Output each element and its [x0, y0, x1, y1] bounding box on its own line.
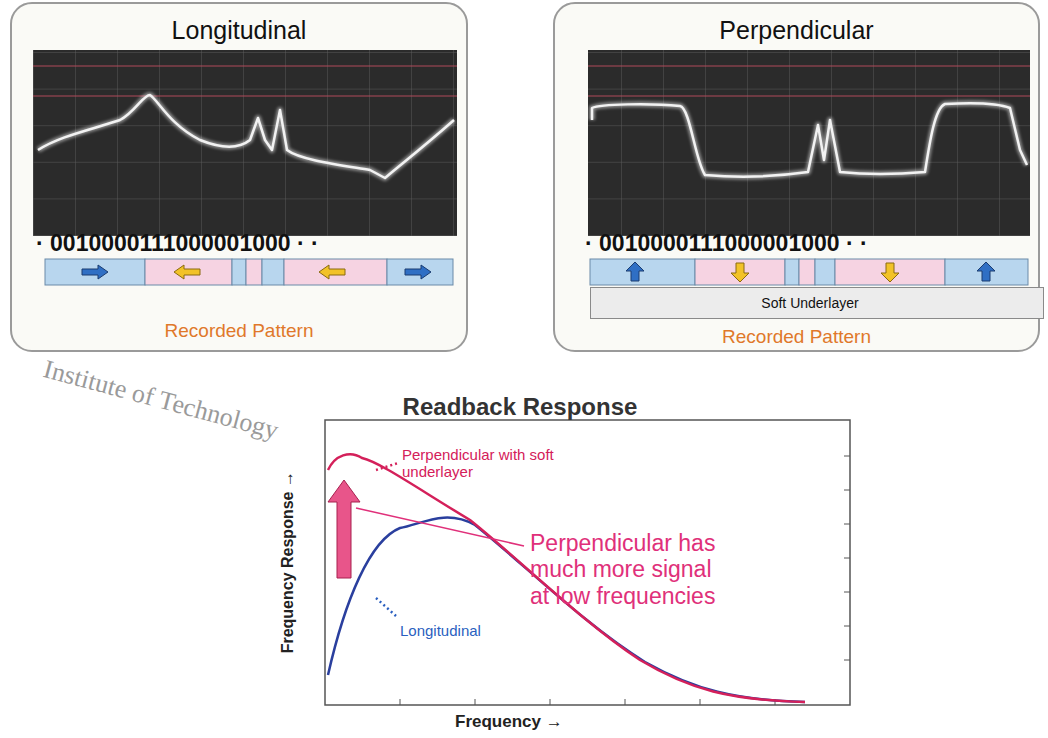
axis-label: Frequency →	[455, 712, 563, 732]
recorded-pattern	[590, 259, 1028, 285]
pattern-caption: Recorded Pattern	[555, 326, 1038, 348]
bit-sequence: · 0010000111000001000 · ·	[36, 230, 319, 256]
pattern-caption: Recorded Pattern	[12, 320, 466, 342]
scope-screen	[33, 50, 1030, 236]
leader-line	[356, 508, 524, 546]
panel-heading: Soft Underlayer	[591, 295, 1029, 311]
longitudinal-curve	[328, 518, 805, 702]
callout-note: Perpendicular has much more signal at lo…	[530, 530, 735, 609]
recorded-pattern	[45, 259, 453, 285]
panel-heading: Longitudinal	[12, 16, 466, 45]
curve-label: Longitudinal	[400, 622, 481, 639]
leader-line	[376, 598, 396, 616]
panel-box: Longitudinal · 0010000111000001000 · · Rec…	[10, 2, 468, 352]
perpendicular-curve	[328, 454, 805, 702]
layer-box: Soft Underlayer	[590, 287, 1044, 319]
chart-title: Readback Response	[330, 393, 710, 421]
curve-label: Perpendicular with soft underlayer	[402, 446, 562, 481]
panel-box: Perpendicular · 0010000111000001000 · · Re…	[553, 2, 1040, 352]
panel-heading: Perpendicular	[555, 16, 1038, 45]
waveform	[38, 95, 1027, 178]
bit-sequence: · 0010000111000001000 · ·	[585, 230, 868, 256]
up-arrow	[328, 480, 360, 578]
watermark: Institute of Technology	[40, 354, 281, 445]
leader-line	[376, 463, 398, 470]
axis-label: Frequency Response →	[279, 471, 297, 653]
chart-axes	[325, 420, 850, 705]
panel-ground	[10, 2, 468, 352]
